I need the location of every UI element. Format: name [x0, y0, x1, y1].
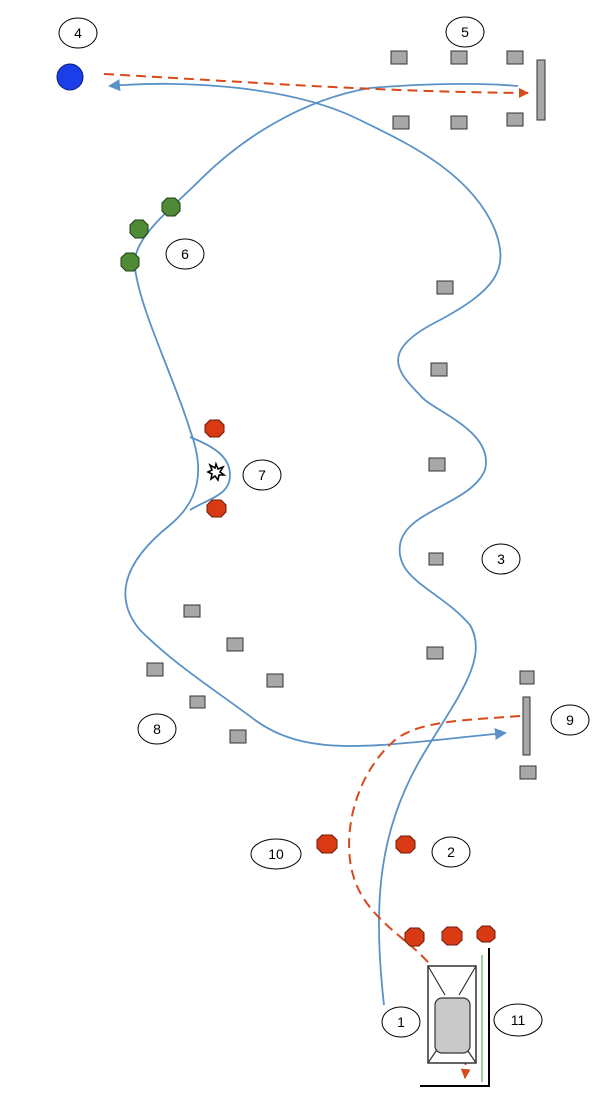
box [428, 457, 446, 472]
box [519, 670, 535, 685]
red-octagon [476, 925, 496, 943]
red-octagon [206, 499, 227, 518]
label-9: 9 [550, 704, 590, 736]
blue-circle-marker [56, 63, 84, 91]
path-to-9 [124, 82, 519, 747]
red-octagon [204, 419, 225, 438]
label-4-text: 4 [74, 25, 82, 41]
dashed-9-to-car [348, 715, 521, 1079]
red-octagon [404, 927, 425, 947]
label-9-text: 9 [566, 712, 574, 728]
box [146, 662, 164, 677]
box [183, 604, 201, 618]
box [189, 695, 206, 709]
box [450, 115, 468, 130]
box [506, 112, 524, 127]
box [436, 280, 454, 295]
label-2-text: 2 [447, 844, 455, 860]
label-5: 5 [445, 16, 485, 48]
label-6-text: 6 [181, 246, 189, 262]
green-octagon [129, 219, 149, 239]
label-10-text: 10 [268, 846, 284, 862]
red-octagon [441, 926, 463, 946]
label-8-text: 8 [153, 721, 161, 737]
star-burst-icon [206, 461, 227, 482]
green-markers-6 [120, 197, 181, 272]
path-to-4 [108, 79, 502, 1006]
label-1-text: 1 [397, 1014, 405, 1030]
label-1: 1 [381, 1006, 421, 1038]
label-2: 2 [431, 836, 471, 868]
label-11: 11 [493, 1003, 543, 1037]
red-markers [204, 419, 496, 947]
box [392, 115, 410, 130]
gate-bar-9 [522, 696, 531, 756]
box [426, 646, 444, 660]
green-octagon [161, 197, 181, 217]
box [519, 765, 537, 780]
label-4: 4 [58, 17, 98, 49]
label-3: 3 [481, 543, 521, 575]
red-octagon [395, 835, 416, 854]
box [229, 729, 247, 744]
dashed-4-to-5 [103, 73, 529, 98]
label-5-text: 5 [461, 24, 469, 40]
cone-boxes [146, 50, 537, 780]
box [430, 362, 448, 377]
box [266, 673, 284, 688]
car-top-view-icon [427, 965, 477, 1064]
label-7: 7 [242, 459, 282, 491]
label-10: 10 [250, 838, 302, 870]
red-octagon [316, 834, 338, 854]
box [428, 552, 444, 566]
label-8: 8 [137, 713, 177, 745]
box [390, 50, 408, 65]
gate-bar-5 [536, 59, 546, 121]
green-octagon [120, 252, 140, 272]
label-3-text: 3 [497, 551, 505, 567]
label-6: 6 [165, 238, 205, 270]
box [450, 50, 468, 65]
box [226, 637, 244, 652]
label-7-text: 7 [258, 467, 266, 483]
loop-around-7 [189, 436, 231, 511]
box [506, 50, 524, 65]
label-11-text: 11 [511, 1012, 526, 1028]
